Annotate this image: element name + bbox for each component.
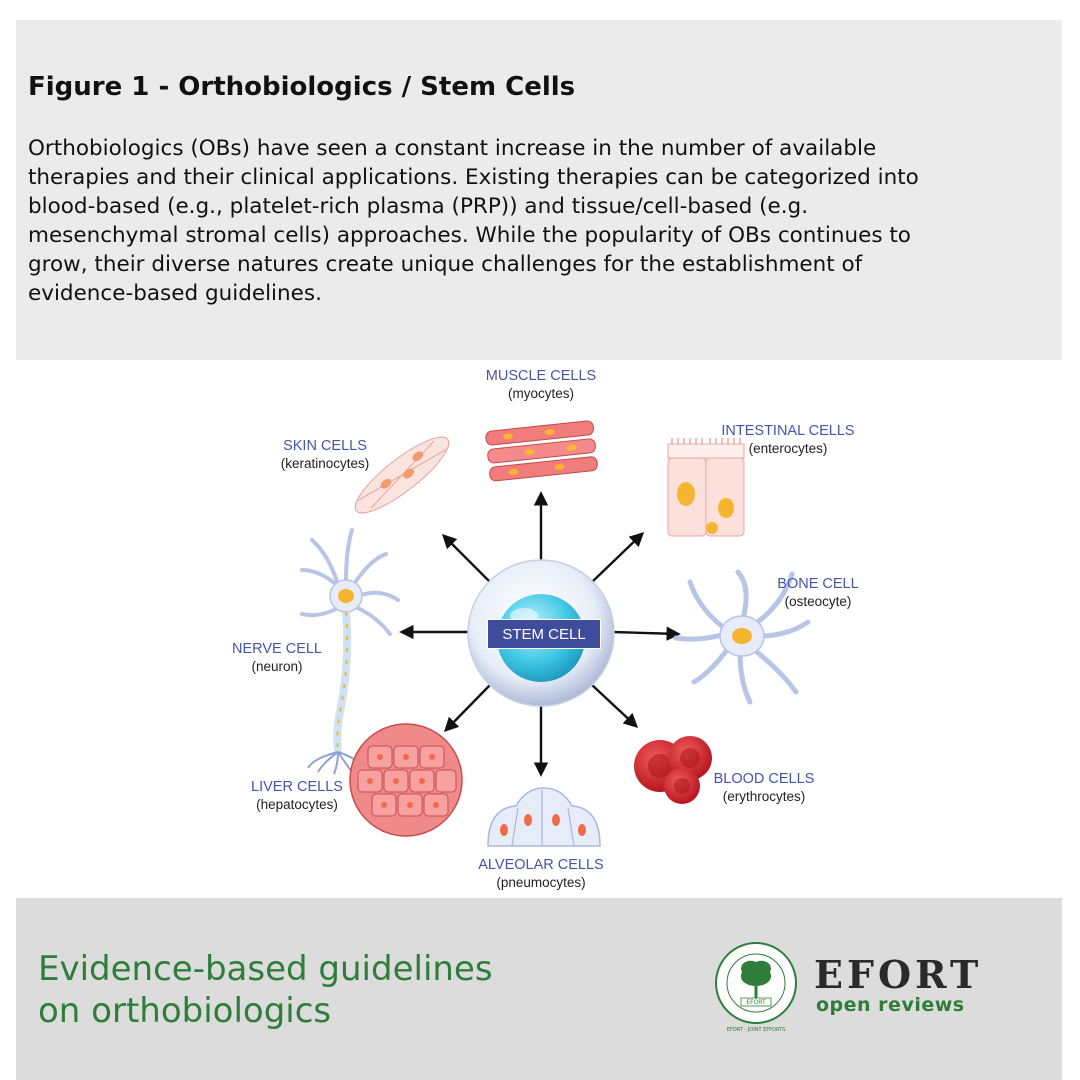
description-line: evidence-based guidelines. (28, 281, 322, 306)
skin-cells-label: SKIN CELLS (keratinocytes) (270, 438, 380, 472)
intestinal-cells-sub: (enterocytes) (748, 441, 828, 456)
bone-cell-icon (673, 569, 811, 705)
alveolar-cells-sub: (pneumocytes) (496, 875, 586, 890)
blood-cells-sub: (erythrocytes) (722, 789, 806, 804)
muscle-cells-name: MUSCLE CELLS (485, 368, 597, 384)
description-line: therapies and their clinical application… (28, 165, 919, 190)
seal-caption: EFORT - JOINT EFFORTS (727, 1027, 786, 1033)
nerve-cell-icon (300, 528, 400, 775)
efort-seal-logo: EFORT EFORT - JOINT EFFORTS (715, 942, 797, 1033)
blood-cells-icon (634, 736, 712, 804)
open-reviews-brand: open reviews (816, 994, 965, 1016)
intestinal-cells-name: INTESTINAL CELLS (721, 423, 855, 439)
liver-cells-sub: (hepatocytes) (256, 797, 338, 812)
efort-brand: EFORT (814, 952, 983, 997)
skin-cells-name: SKIN CELLS (283, 438, 367, 454)
description-line: blood-based (e.g., platelet-rich plasma … (28, 194, 809, 219)
figure-title: Figure 1 - Orthobiologics / Stem Cells (28, 72, 576, 102)
alveolar-cells-label: ALVEOLAR CELLS (pneumocytes) (476, 857, 606, 891)
stem-cell-label: STEM CELL (487, 619, 601, 649)
muscle-cells-sub: (myocytes) (507, 386, 574, 401)
liver-cells-label: LIVER CELLS (hepatocytes) (244, 779, 350, 813)
description-line: mesenchymal stromal cells) approaches. W… (28, 223, 911, 248)
muscle-cells-label: MUSCLE CELLS (myocytes) (478, 368, 604, 402)
footer-panel: Evidence-based guidelines on orthobiolog… (16, 898, 1062, 1080)
differentiation-arrows (399, 491, 681, 777)
blood-cells-label: BLOOD CELLS (erythrocytes) (706, 771, 822, 805)
stem-cell-diagram: STEM CELL MUSCLE CELLS (myocytes) SKIN C… (212, 360, 870, 898)
footer-tagline: Evidence-based guidelines on orthobiolog… (38, 948, 493, 1032)
description-line: Orthobiologics (OBs) have seen a constan… (28, 136, 877, 161)
liver-cells-name: LIVER CELLS (251, 779, 343, 795)
bone-cell-sub: (osteocyte) (784, 594, 852, 609)
seal-text: EFORT (746, 999, 766, 1006)
skin-cells-sub: (keratinocytes) (280, 456, 370, 471)
bone-cell-label: BONE CELL (osteocyte) (768, 576, 868, 610)
figure-description: Orthobiologics (OBs) have seen a constan… (28, 134, 1052, 308)
alveolar-cells-icon (487, 787, 601, 847)
description-line: grow, their diverse natures create uniqu… (28, 252, 863, 277)
figure-header-panel: Figure 1 - Orthobiologics / Stem Cells O… (16, 20, 1062, 360)
blood-cells-name: BLOOD CELLS (713, 771, 815, 787)
nerve-cell-sub: (neuron) (251, 659, 303, 674)
intestinal-cells-label: INTESTINAL CELLS (enterocytes) (718, 423, 858, 457)
skin-cells-icon (354, 436, 450, 514)
intestinal-cells-icon (667, 438, 745, 537)
nerve-cell-label: NERVE CELL (neuron) (226, 641, 328, 675)
muscle-cells-icon (485, 420, 598, 482)
tagline-line-2: on orthobiologics (38, 991, 332, 1031)
liver-cells-icon (349, 723, 463, 837)
bone-cell-name: BONE CELL (777, 576, 859, 592)
tagline-line-1: Evidence-based guidelines (38, 949, 493, 989)
alveolar-cells-name: ALVEOLAR CELLS (478, 857, 604, 873)
nerve-cell-name: NERVE CELL (232, 641, 322, 657)
